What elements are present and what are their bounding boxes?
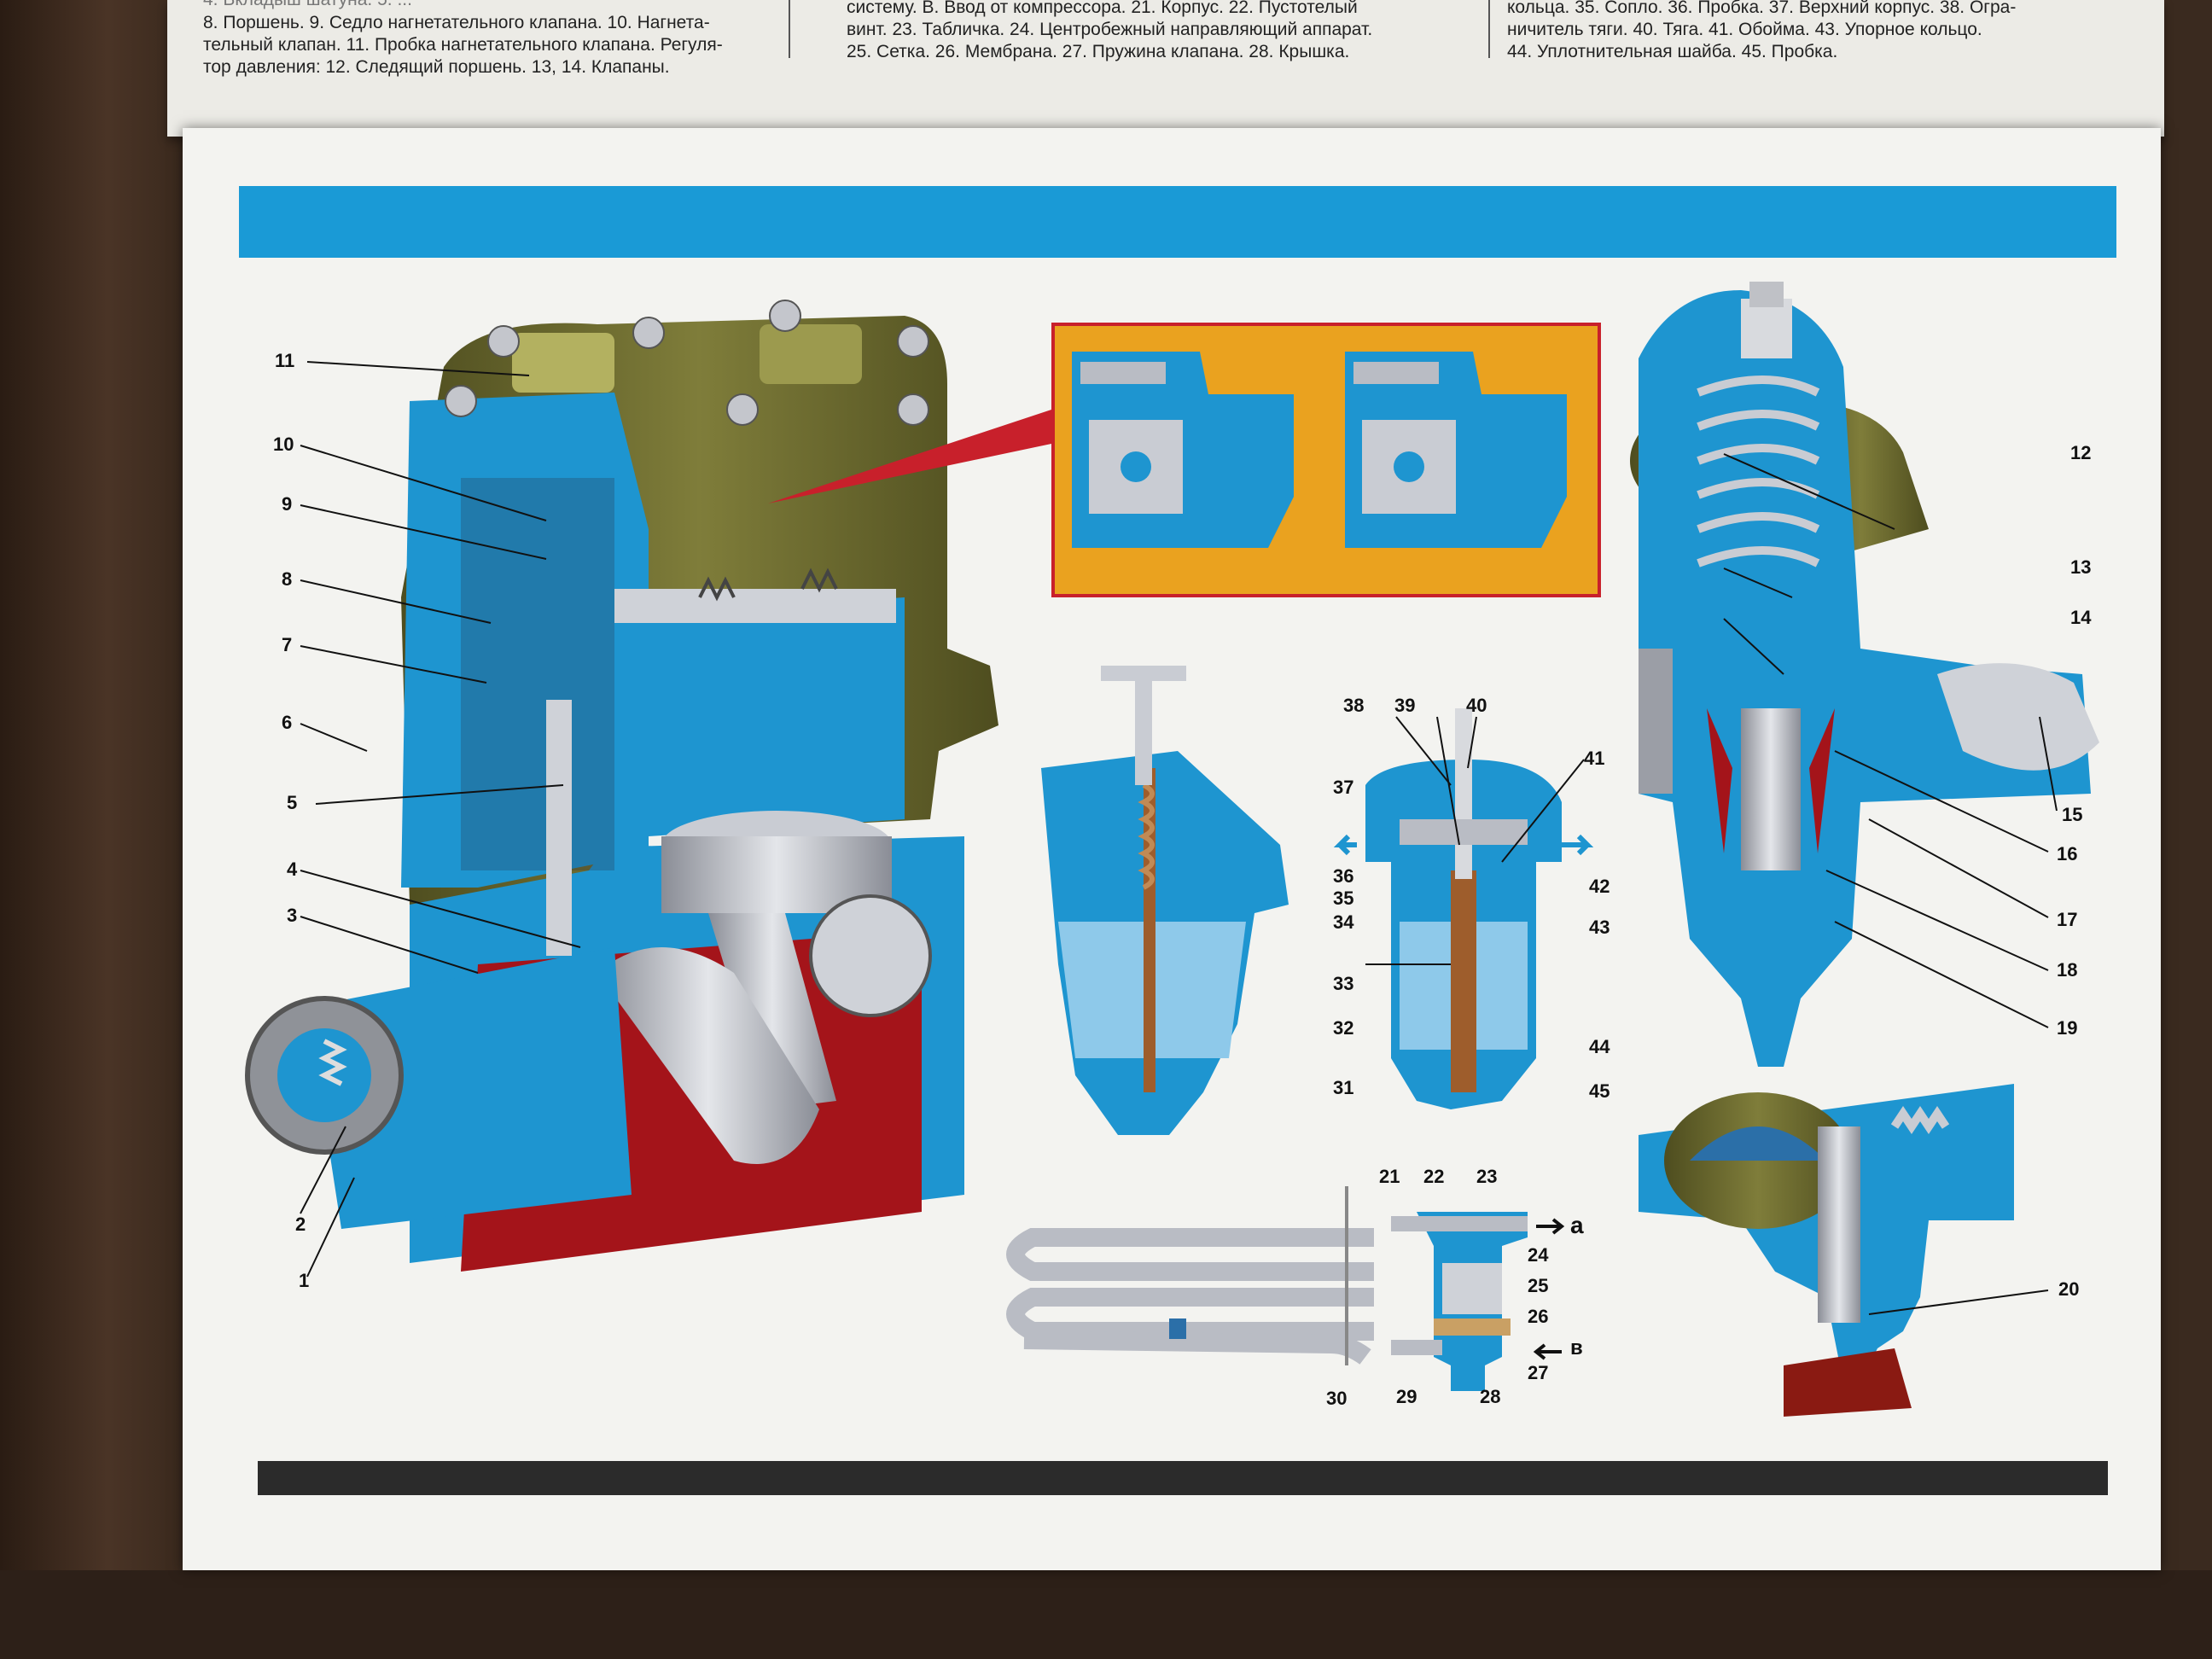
legend-line: 44. Уплотнительная шайба. 45. Пробка. [1507, 42, 1838, 61]
callout-8: 8 [282, 568, 293, 590]
callout-22: 22 [1423, 1166, 1445, 1187]
callout-30: 30 [1326, 1388, 1348, 1409]
callout-13: 13 [2070, 556, 2092, 578]
callout-28: 28 [1480, 1386, 1501, 1407]
unloader-cutaway [1639, 1084, 2014, 1417]
column-divider [1488, 0, 1490, 58]
callout-6: 6 [282, 712, 293, 733]
callout-34: 34 [1333, 911, 1354, 933]
legend-line: кольца. 35. Сопло. 36. Пробка. 37. Верхн… [1507, 0, 2017, 17]
footer-dark-band [258, 1461, 2108, 1495]
flow-in-marker: в [1570, 1336, 1583, 1359]
callout-21: 21 [1379, 1166, 1400, 1187]
callout-12: 12 [2070, 442, 2092, 463]
callout-18: 18 [2057, 959, 2078, 981]
legend-column-2: систему. В. Ввод от компрессора. 21. Кор… [847, 0, 1372, 63]
legend-line: 8. Поршень. 9. Седло нагнетательного кла… [203, 13, 710, 32]
legend-line: винт. 23. Табличка. 24. Центробежный нап… [847, 20, 1373, 39]
callout-7: 7 [282, 634, 293, 655]
callout-15: 15 [2062, 804, 2083, 825]
callout-37: 37 [1333, 777, 1354, 798]
legend-line: ничитель тяги. 40. Тяга. 41. Обойма. 43.… [1507, 20, 1982, 39]
callout-36: 36 [1333, 865, 1354, 887]
legend-line: систему. В. Ввод от компрессора. 21. Кор… [847, 0, 1358, 17]
legend-text-sheet: 4. Вкладыш шатуна. 5. ... 8. Поршень. 9.… [167, 0, 2164, 137]
callout-27: 27 [1528, 1362, 1549, 1383]
callout-33: 33 [1333, 973, 1354, 994]
flow-out-marker: а [1570, 1212, 1584, 1238]
valve-detail-inset [1051, 323, 1601, 597]
callout-9: 9 [282, 493, 293, 515]
callout-44: 44 [1589, 1036, 1610, 1057]
callout-38: 38 [1343, 695, 1365, 716]
callout-2: 2 [295, 1214, 306, 1235]
filter-cutaway [1041, 666, 1289, 1135]
header-blue-band [239, 186, 2116, 258]
pressure-regulator-cutaway [1630, 282, 2099, 1067]
valve-detail-illustration [1072, 352, 1567, 548]
callout-24: 24 [1528, 1244, 1549, 1266]
callout-10: 10 [273, 434, 294, 455]
callout-19: 19 [2057, 1017, 2078, 1039]
callout-4: 4 [287, 859, 298, 880]
callout-14: 14 [2070, 607, 2092, 628]
compressor-cutaway [245, 300, 998, 1272]
rotation-arrow-icon [1394, 451, 1424, 482]
callout-leader-lines [300, 361, 2058, 1315]
callout-20: 20 [2058, 1278, 2080, 1300]
callout-17: 17 [2057, 909, 2078, 930]
cooler-coil-assembly [1006, 1186, 1565, 1391]
callout-43: 43 [1589, 917, 1610, 938]
callout-26: 26 [1528, 1306, 1549, 1327]
callout-32: 32 [1333, 1017, 1354, 1039]
legend-line: 4. Вкладыш шатуна. 5. ... [203, 0, 723, 12]
callout-35: 35 [1333, 888, 1354, 909]
legend-column-3: кольца. 35. Сопло. 36. Пробка. 37. Верхн… [1507, 0, 2016, 63]
callout-39: 39 [1394, 695, 1416, 716]
legend-line: тельный клапан. 11. Пробка нагнетательно… [203, 35, 723, 55]
legend-line: 25. Сетка. 26. Мембрана. 27. Пружина кла… [847, 42, 1350, 61]
desk-surface-bottom [0, 1570, 2212, 1659]
callout-1: 1 [299, 1270, 310, 1291]
callout-41: 41 [1584, 748, 1605, 769]
legend-column-1: 4. Вкладыш шатуна. 5. ... 8. Поршень. 9.… [203, 0, 723, 79]
callout-5: 5 [287, 792, 298, 813]
legend-line: тор давления: 12. Следящий поршень. 13, … [203, 57, 670, 77]
column-divider [789, 0, 790, 58]
callout-29: 29 [1396, 1386, 1417, 1407]
desk-surface [0, 0, 179, 1659]
callout-40: 40 [1466, 695, 1487, 716]
callout-3: 3 [287, 905, 298, 926]
callout-11: 11 [275, 350, 295, 371]
callout-23: 23 [1476, 1166, 1498, 1187]
callout-42: 42 [1589, 876, 1610, 897]
callout-31: 31 [1333, 1077, 1354, 1098]
oil-separator-cutaway [1333, 708, 1594, 1109]
inset-pointer [768, 410, 1051, 504]
rotation-arrow-icon [1121, 451, 1151, 482]
callout-25: 25 [1528, 1275, 1549, 1296]
callout-45: 45 [1589, 1080, 1610, 1102]
callout-16: 16 [2057, 843, 2078, 864]
